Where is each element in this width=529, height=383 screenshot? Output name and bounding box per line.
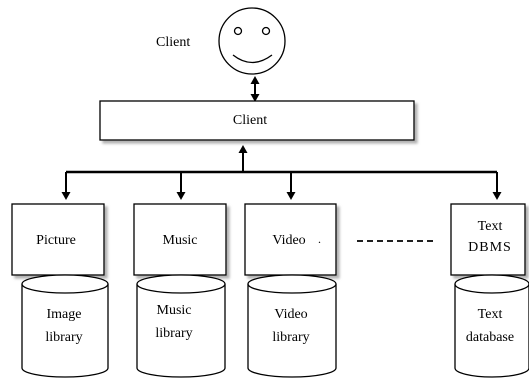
store-label-video-line2: library (272, 330, 309, 345)
store-label-music-line1: Music (157, 303, 192, 318)
store-cylinder-text (454, 274, 529, 378)
store-label-text-line1: Text (478, 307, 503, 322)
module-label-music: Music (163, 233, 198, 248)
store-cylinder-video (247, 274, 337, 378)
store-cylinder-music (136, 274, 226, 378)
store-cylinder-image (21, 274, 109, 378)
module-box-picture (11, 203, 105, 276)
store-label-text-line2: database (466, 330, 514, 345)
module-label-picture: Picture (36, 233, 76, 248)
module-label-text-line1: Text (478, 219, 503, 234)
store-label-video-line1: Video (274, 307, 307, 322)
user-client-arrow (250, 76, 260, 102)
client-box (99, 100, 415, 141)
module-label-video-dot: . (318, 232, 321, 246)
module-box-music (133, 203, 227, 276)
user-smiley-icon (218, 7, 286, 75)
module-box-text (450, 203, 526, 276)
module-box-video (244, 203, 337, 276)
store-label-image-line1: Image (47, 307, 82, 322)
bus-drop-arrows (61, 172, 502, 200)
client-box-label: Client (233, 113, 267, 128)
client-bus-arrow (238, 145, 248, 172)
module-label-text-line2: DBMS (468, 240, 512, 255)
user-label: Client (156, 35, 190, 50)
store-label-music-line2: library (155, 326, 192, 341)
module-label-video: Video (272, 233, 305, 248)
store-label-image-line2: library (45, 330, 82, 345)
